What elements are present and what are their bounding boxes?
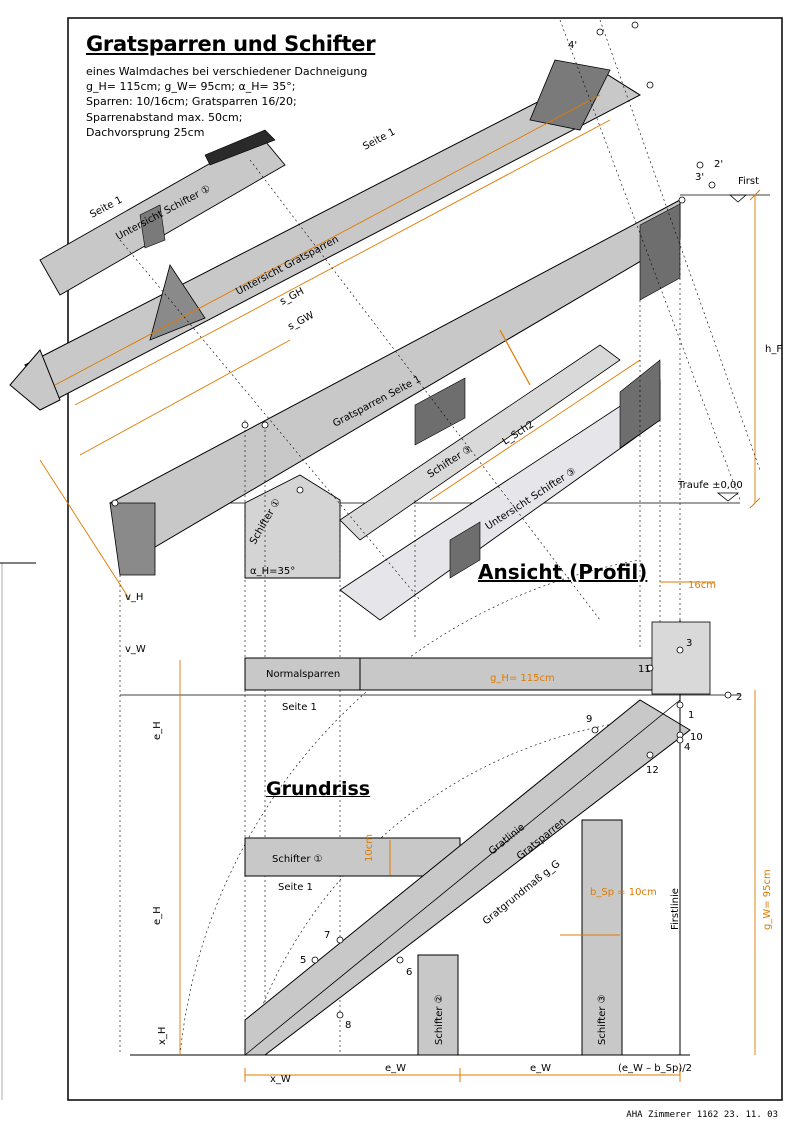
point-label-1: 1 <box>688 710 694 721</box>
schifter2-plan <box>417 954 459 1056</box>
xh-label: x_H <box>157 1027 168 1045</box>
schifter2-plan-label: Schifter ② <box>434 994 445 1045</box>
gratsparren-foot-hatch <box>109 502 156 576</box>
point-12 <box>646 751 654 759</box>
seite1-plan-label: Seite 1 <box>282 702 317 713</box>
point-label-9: 9 <box>586 714 592 725</box>
eh-label-2: e_H <box>152 906 163 925</box>
first-label: First <box>738 176 759 187</box>
point-label-12: 12 <box>646 765 659 776</box>
schifter3-plan-label: Schifter ③ <box>597 994 608 1045</box>
point-label-2p: 2' <box>714 159 723 170</box>
point-label-10: 10 <box>690 732 703 743</box>
point-7 <box>336 936 344 944</box>
point-label-3p: 3' <box>695 172 704 183</box>
frac-label: (e_W – b_Sp)/2 <box>618 1063 692 1074</box>
point-1 <box>676 701 684 709</box>
xw-label: x_W <box>270 1074 291 1085</box>
point-label-7: 7 <box>324 930 330 941</box>
eh-label-1: e_H <box>152 721 163 740</box>
first-marker <box>728 194 748 203</box>
untersicht-schifter1 <box>39 134 286 296</box>
normalsparren-plan <box>244 657 686 691</box>
dim-10cm: 10cm <box>364 834 375 862</box>
spec-line-2: g_H= 115cm; g_W= 95cm; α_H= 35°; <box>86 80 296 94</box>
point-label-6: 6 <box>406 967 412 978</box>
point-9 <box>591 726 599 734</box>
sheet-frame <box>67 17 783 1101</box>
vh-label: v_H <box>125 592 143 603</box>
title-block: Gratsparren und Schifter eines Walmdache… <box>86 32 386 140</box>
point-label-11: 11 <box>638 664 651 675</box>
point-8 <box>336 1011 344 1019</box>
point-label-2: 2 <box>736 692 742 703</box>
traufe-label: Traufe ±0,00 <box>677 480 743 491</box>
point-10 <box>676 736 684 744</box>
footer-stamp: AHA Zimmerer 1162 23. 11. 03 <box>626 1110 778 1120</box>
point-5 <box>311 956 319 964</box>
gw-value-label: g_W= 95cm <box>762 869 773 930</box>
spec-line-4: Sparrenabstand max. 50cm; <box>86 110 243 124</box>
point-3 <box>676 646 684 654</box>
ew-label: e_W <box>385 1063 406 1074</box>
point-6 <box>396 956 404 964</box>
point-11 <box>646 664 654 672</box>
alpha-label: α_H=35° <box>250 566 295 577</box>
normalsparren-label: Normalsparren <box>266 669 340 680</box>
point-label-4: 4 <box>684 742 690 753</box>
point-label-5: 5 <box>300 955 306 966</box>
schifter1-plan-label: Schifter ① <box>272 854 323 865</box>
grundriss-heading: Grundriss <box>266 778 371 800</box>
hf-label: h_F <box>765 344 782 355</box>
seite1-schifter1-label: Seite 1 <box>278 882 313 893</box>
point-label-8: 8 <box>345 1020 351 1031</box>
point-label-3: 3 <box>686 638 692 649</box>
ansicht-heading: Ansicht (Profil) <box>478 560 648 584</box>
spec-line-5: Dachvorsprung 25cm <box>86 125 205 139</box>
page-title: Gratsparren und Schifter <box>86 32 376 56</box>
vw-label: v_W <box>125 644 146 655</box>
schifter1-plan <box>244 837 461 877</box>
gratsparren-plan <box>244 699 691 1056</box>
point-label-4p: 4' <box>568 40 577 51</box>
firstlinie-label: Firstlinie <box>670 888 681 930</box>
schifter2-profile <box>339 344 621 541</box>
sgw-label: s_GW <box>286 310 316 333</box>
bsp-label: b_Sp = 10cm <box>590 887 657 898</box>
gh-value-label: g_H= 115cm <box>490 673 555 684</box>
untersicht-cut-hatch <box>149 264 206 341</box>
spec-line-1: eines Walmdaches bei verschiedener Dachn… <box>86 65 368 78</box>
point-2 <box>724 691 732 699</box>
gratsparren-cut-hatch <box>414 377 466 446</box>
schifter3-plan <box>581 819 623 1056</box>
traufe-marker <box>716 492 740 502</box>
ew-label-2: e_W <box>530 1063 551 1074</box>
spec-line-3: Sparren: 10/16cm; Gratsparren 16/20; <box>86 95 297 109</box>
gratlinie <box>244 699 681 1056</box>
dim-16cm: 16cm <box>688 580 716 591</box>
